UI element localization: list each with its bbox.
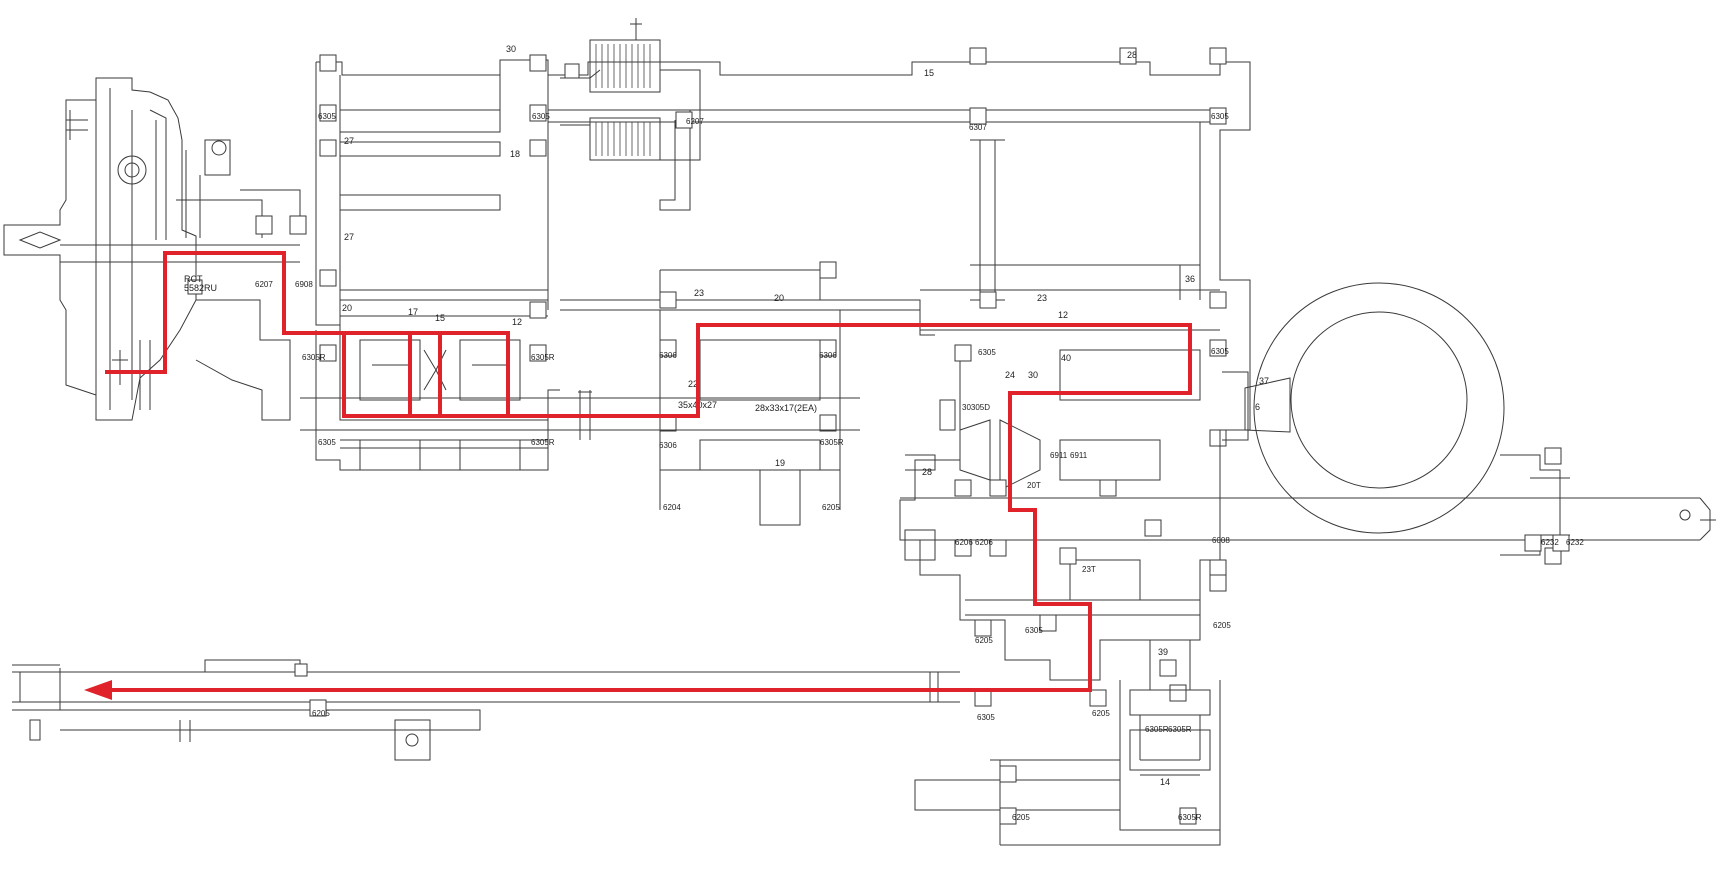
label-27b: 27 [344, 232, 354, 242]
label-6205f: 6205 [1012, 813, 1030, 822]
label-28b: 28 [922, 467, 932, 477]
label-6207b: 6207 [255, 280, 273, 289]
sync-box-2 [408, 331, 442, 418]
label-30b: 30 [1028, 370, 1038, 380]
label-23t: 23T [1082, 565, 1096, 574]
label-6305r-5: 6305R [1168, 725, 1192, 734]
label-6232b: 6232 [1566, 538, 1584, 547]
label-6305f: 6305 [1211, 347, 1229, 356]
label-20b: 20 [774, 293, 784, 303]
sync-box-3 [438, 331, 510, 418]
label-6305r-g: 6305R [531, 353, 555, 362]
label-20t: 20T [1027, 481, 1041, 490]
sync-box-1 [342, 331, 412, 418]
label-23a: 23 [694, 288, 704, 298]
label-15b: 15 [435, 313, 445, 323]
label-6205a: 6205 [822, 503, 840, 512]
label-6305h: 6305 [318, 438, 336, 447]
label-6305r-2: 6305R [531, 438, 555, 447]
label-18: 18 [510, 149, 520, 159]
clutch-housing [3, 77, 307, 421]
label-6306b: 6306 [819, 351, 837, 360]
power-flow-line [105, 251, 1192, 692]
label-30: 30 [506, 44, 516, 54]
label-6205b: 6205 [975, 636, 993, 645]
label-6206a: 6206 [955, 538, 973, 547]
label-23b: 23 [1037, 293, 1047, 303]
label-28a: 28 [1127, 50, 1137, 60]
upper-bearings [319, 47, 1227, 577]
rear-lower-housing [899, 349, 1716, 681]
label-20a: 20 [342, 303, 352, 313]
label-40: 40 [1061, 353, 1071, 363]
label-6206b: 6206 [975, 538, 993, 547]
label-6908: 6908 [295, 280, 313, 289]
label-6205e: 6205 [312, 709, 330, 718]
label-6305r-3: 6305R [820, 438, 844, 447]
label-37: 37 [1259, 376, 1269, 386]
flow-arrowhead [84, 680, 112, 700]
label-6305d: 6305 [978, 348, 996, 357]
front-drive-shaft [12, 659, 960, 761]
label-6305c: 6305 [1211, 112, 1229, 121]
label-6207: 6207 [686, 117, 704, 126]
label-39: 39 [1158, 647, 1168, 657]
label-6306a: 6306 [659, 351, 677, 360]
label-24: 24 [1005, 370, 1015, 380]
label-6008: 6008 [1212, 536, 1230, 545]
upper-gearbox-housing [315, 59, 1251, 431]
label-6305r: 6305R [302, 353, 326, 362]
label-6205d: 6205 [1092, 709, 1110, 718]
label-30305d: 30305D [962, 403, 990, 412]
label-6305j: 6305 [977, 713, 995, 722]
label-28x33x17: 28x33x17(2EA) [755, 403, 817, 413]
label-6305i: 6305 [1025, 626, 1043, 635]
label-6204: 6204 [663, 503, 681, 512]
label-6911a: 6911 [1050, 451, 1068, 460]
power-flow-path [84, 251, 1192, 700]
label-6305r-6: 6305R [1178, 813, 1202, 822]
label-6232a: 6232 [1541, 538, 1559, 547]
rear-bearings [954, 344, 1227, 707]
label-19: 19 [775, 458, 785, 468]
label-6307: 6307 [969, 123, 987, 132]
label-rct: RCT [184, 274, 203, 284]
label-36: 36 [1185, 274, 1195, 284]
label-12b: 12 [1058, 310, 1068, 320]
label-6911b: 6911 [1070, 451, 1088, 460]
label-12a: 12 [512, 317, 522, 327]
label-5582ru: 5582RU [184, 283, 217, 293]
label-6305a: 6305 [318, 112, 336, 121]
ring-gear-and-differential [1222, 282, 1505, 534]
multi-plate-clutch [560, 18, 701, 211]
label-6: 6 [1255, 402, 1260, 412]
label-14: 14 [1160, 777, 1170, 787]
label-22: 22 [688, 379, 698, 389]
label-27a: 27 [344, 136, 354, 146]
label-6305r-4: 6305R [1145, 725, 1169, 734]
label-17a: 17 [408, 307, 418, 317]
label-6306c: 6306 [659, 441, 677, 450]
label-6205c: 6205 [1213, 621, 1231, 630]
label-6305b: 6305 [532, 112, 550, 121]
label-15a: 15 [924, 68, 934, 78]
pto-gear-stack [914, 639, 1221, 846]
